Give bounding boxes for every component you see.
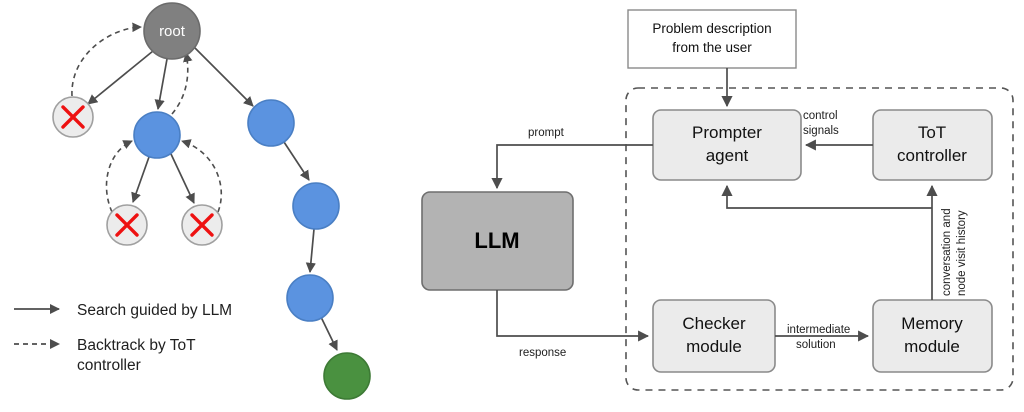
intermediate-solution-line2: solution	[796, 339, 836, 351]
tree-node-mid[interactable]	[133, 111, 181, 159]
edge-root-to-right1	[194, 47, 254, 107]
legend-dashed-label-line2: controller	[77, 357, 141, 374]
memory-module-line1: Memory	[901, 314, 963, 333]
legend-item-solid: Search guided by LLM	[14, 302, 232, 319]
tree-dashed-edges	[71, 22, 223, 213]
tree-node-right-1[interactable]	[247, 99, 295, 147]
tree-node-dead-3[interactable]	[181, 204, 223, 246]
memory-module-box[interactable]: Memory module	[872, 299, 993, 373]
checker-module-line1: Checker	[682, 314, 746, 333]
tree-node-right-2[interactable]	[292, 182, 340, 230]
tree-solid-edges	[87, 47, 338, 351]
cross-icon	[61, 105, 85, 129]
edge-memory-to-prompter	[721, 184, 932, 209]
framework-boundary	[625, 87, 1014, 391]
problem-description-line1: Problem description	[652, 21, 771, 36]
history-label-line2: node visit history	[956, 210, 968, 296]
tree-node-dead-2[interactable]	[106, 204, 148, 246]
edge-right3-to-goal	[320, 316, 338, 351]
backtrack-dead1-to-root	[71, 22, 142, 97]
prompter-agent-line1: Prompter	[692, 123, 762, 142]
problem-description-line2: from the user	[672, 40, 752, 55]
legend: Search guided by LLM Backtrack by ToT co…	[14, 302, 232, 374]
prompter-agent-box[interactable]: Prompter agent	[652, 109, 802, 181]
prompter-agent-line2: agent	[706, 146, 749, 165]
response-label: response	[519, 347, 566, 359]
edge-prompter-to-llm	[491, 144, 653, 190]
prompt-label: prompt	[528, 127, 565, 139]
edge-right2-to-right3	[305, 228, 316, 274]
edge-root-to-mid	[154, 58, 168, 111]
edge-mid-to-dead3	[170, 153, 195, 204]
backtrack-dead3-to-mid	[181, 139, 223, 213]
cross-icon	[190, 213, 214, 237]
tree-nodes: root	[52, 2, 371, 400]
checker-module-box[interactable]: Checker module	[652, 299, 776, 373]
search-tree-panel: root	[14, 2, 371, 400]
control-signals-line2: signals	[803, 125, 839, 137]
edge-right1-to-right2	[283, 141, 310, 181]
history-label: conversation and node visit history	[941, 208, 968, 296]
architecture-panel: Problem description from the user LLM Pr…	[421, 9, 1014, 391]
history-label-line1: conversation and	[941, 208, 953, 296]
legend-dashed-label-line1: Backtrack by ToT	[77, 337, 196, 354]
tree-node-right-3[interactable]	[286, 274, 334, 322]
legend-solid-label: Search guided by LLM	[77, 302, 232, 319]
edge-root-to-dead1	[87, 50, 154, 105]
intermediate-solution-line1: intermediate	[787, 324, 850, 336]
edge-llm-to-checker	[496, 290, 650, 342]
backtrack-mid-to-root	[171, 52, 193, 115]
tree-node-goal[interactable]	[323, 352, 371, 400]
tot-controller-line2: controller	[897, 146, 967, 165]
checker-module-line2: module	[686, 337, 742, 356]
legend-item-dashed: Backtrack by ToT controller	[14, 337, 196, 374]
tot-controller-line1: ToT	[918, 123, 946, 142]
problem-description-box[interactable]: Problem description from the user	[627, 9, 797, 69]
llm-box[interactable]: LLM	[421, 191, 574, 291]
tot-controller-box[interactable]: ToT controller	[872, 109, 993, 181]
tree-node-dead-1[interactable]	[52, 96, 94, 138]
tree-node-root[interactable]: root	[143, 2, 201, 60]
memory-module-line2: module	[904, 337, 960, 356]
backtrack-dead2-to-mid	[105, 140, 133, 213]
llm-label: LLM	[474, 228, 519, 253]
edge-mid-to-dead2	[131, 156, 150, 203]
control-signals-line1: control	[803, 110, 838, 122]
cross-icon	[115, 213, 139, 237]
tree-node-root-label: root	[159, 23, 186, 40]
